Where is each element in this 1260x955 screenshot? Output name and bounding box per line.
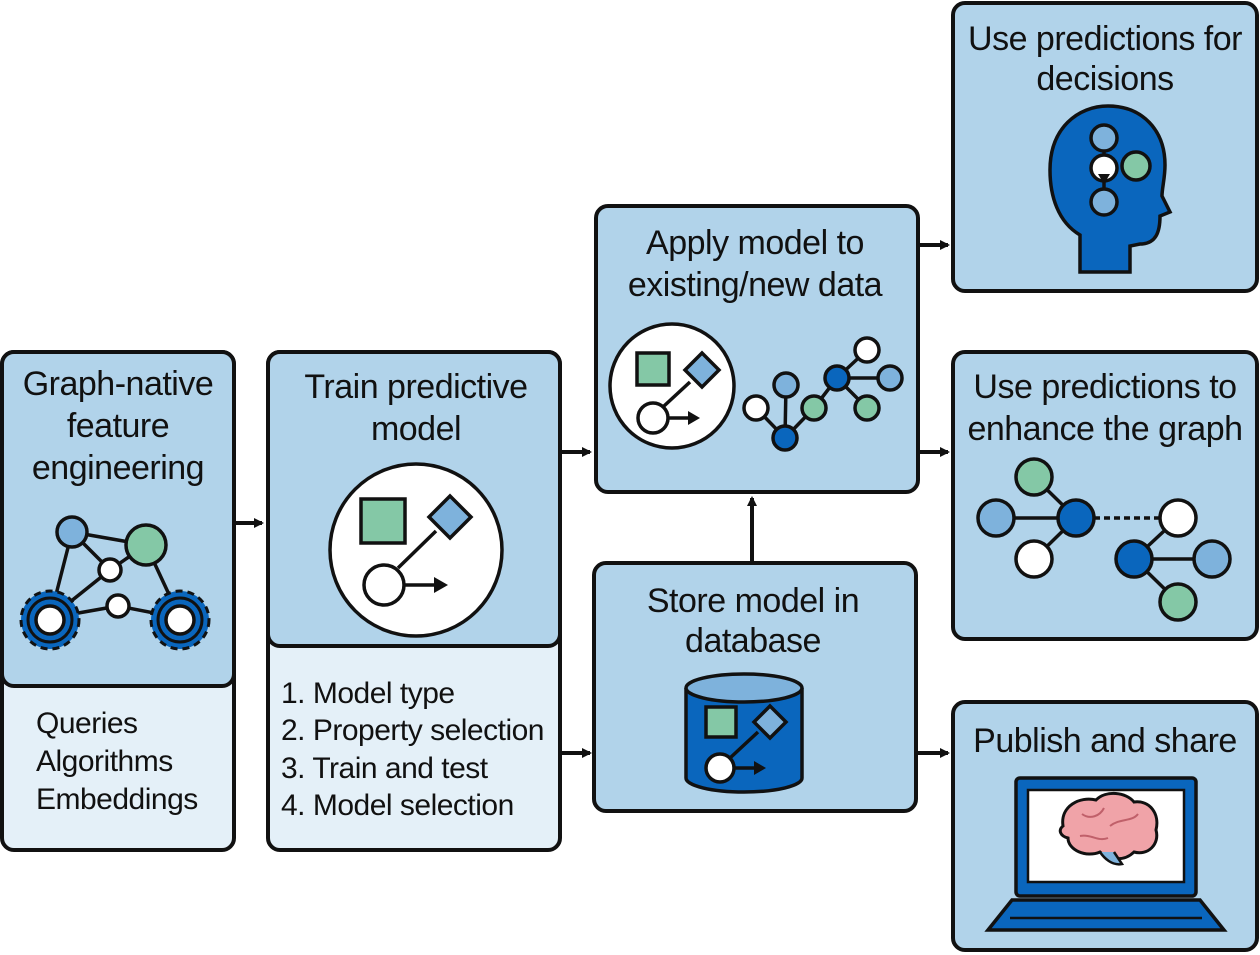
graph-gears-icon: [19, 515, 211, 651]
feature-title-line-3: engineering: [32, 449, 204, 487]
train-item-4: 4. Model selection: [281, 789, 514, 822]
apply-title-line-1: Apply model to: [646, 224, 864, 262]
enhanced-graph-icon: [976, 457, 1232, 622]
store-title-line-2: database: [685, 622, 821, 660]
train-title-line-2: model: [371, 410, 461, 448]
feature-title-line-1: Graph-native: [23, 365, 214, 403]
train-item-3: 3. Train and test: [281, 752, 489, 785]
node-enhance-graph: Use predictions to enhance the graph: [951, 350, 1259, 641]
train-title-line-1: Train predictive: [304, 368, 527, 406]
feature-item-3: Embeddings: [36, 783, 198, 816]
node-publish: Publish and share: [951, 700, 1259, 952]
node-store-model: Store model in database: [592, 561, 918, 813]
database-icon: [684, 672, 804, 794]
feature-title-line-2: feature: [67, 407, 169, 445]
node-apply-model: Apply model to existing/new data: [594, 204, 920, 494]
model-shapes-icon: [328, 462, 504, 638]
connectors: [233, 240, 950, 758]
enhance-title-line-1: Use predictions to: [973, 368, 1236, 406]
decisions-title-line-1: Use predictions for: [968, 20, 1242, 58]
enhance-title-line-2: enhance the graph: [967, 410, 1242, 448]
laptop-brain-icon: [984, 776, 1228, 932]
train-item-1: 1. Model type: [281, 677, 455, 710]
decisions-title-line-2: decisions: [1036, 60, 1173, 98]
feature-item-1: Queries: [36, 707, 138, 740]
apply-model-graph-icon: [608, 322, 904, 452]
publish-title: Publish and share: [973, 722, 1237, 760]
feature-item-2: Algorithms: [36, 745, 173, 778]
head-icon: [1048, 104, 1173, 274]
apply-title-line-2: existing/new data: [628, 266, 883, 304]
node-decisions: Use predictions for decisions: [951, 1, 1259, 293]
node-train-model: Train predictive model 1. Model type 2. …: [266, 350, 562, 852]
node-feature-engineering: Graph-native feature engineering Queries…: [0, 350, 236, 852]
store-title-line-1: Store model in: [647, 582, 859, 620]
train-item-2: 2. Property selection: [281, 714, 544, 747]
